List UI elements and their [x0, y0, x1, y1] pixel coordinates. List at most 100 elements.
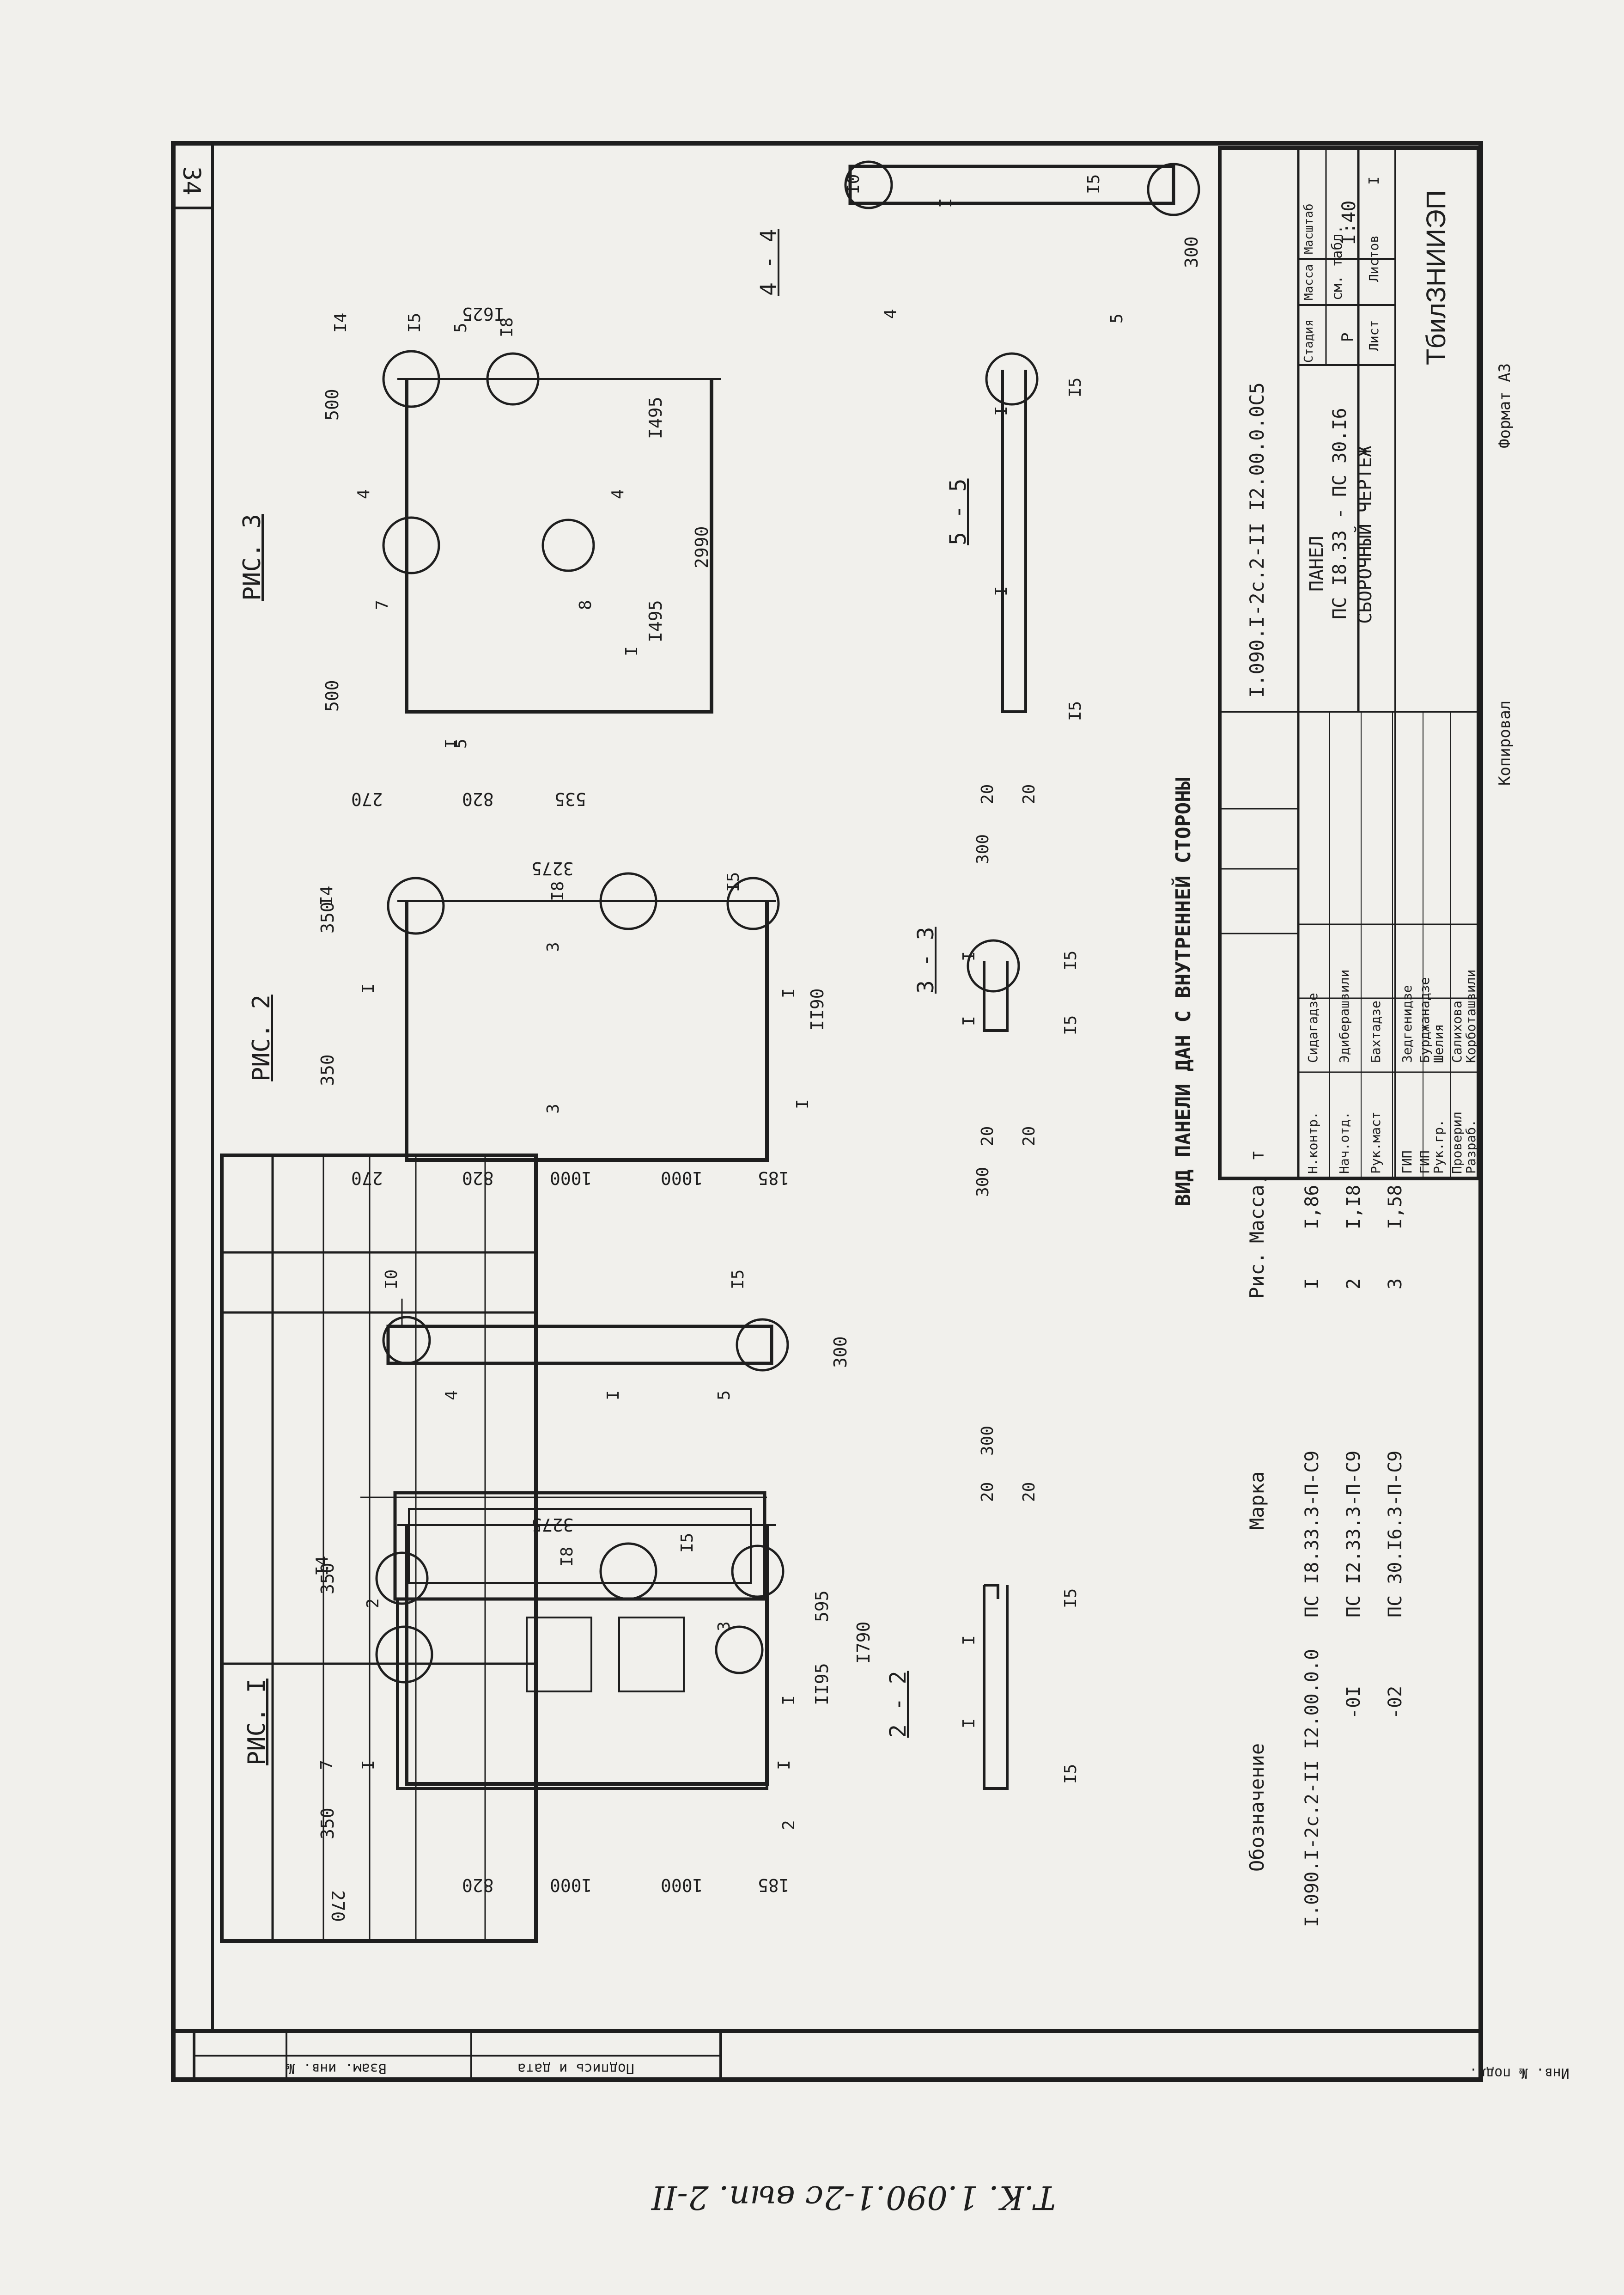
fig2-top-left: 350 — [317, 1054, 338, 1086]
sheets-value: I — [1366, 176, 1382, 185]
sec22-mark-15b: I5 — [1061, 1588, 1080, 1608]
sec55-mark-15a: I5 — [1066, 701, 1085, 721]
album-note: Т.К. 1.090.1-2с вып. 2-II — [651, 2179, 1056, 2216]
name-7: Салихова — [1449, 1001, 1465, 1063]
fig1-mark-18: I8 — [558, 1546, 577, 1567]
sec55-title: 5 - 5 — [945, 478, 971, 546]
sec1-dim-300: 300 — [830, 1336, 851, 1368]
role-8: Разраб. — [1463, 1119, 1478, 1174]
fig2-mark-1c: I — [793, 1099, 812, 1109]
fig3-mark-5b: 5 — [451, 323, 470, 333]
fig2-mark-3a: 3 — [544, 1104, 563, 1114]
fig2-side-3: 1000 — [550, 1168, 592, 1188]
section-4-4 — [844, 160, 1200, 216]
fig1-length: 3275 — [531, 1514, 574, 1535]
section-3-3 — [967, 939, 1020, 1032]
spec-row3-mark: ПС 30.I6.3-П-С9 — [1385, 1450, 1406, 1617]
format-label: Формат А3 — [1496, 363, 1514, 448]
role-6: Рук.гр. — [1431, 1119, 1446, 1174]
fig3-length: 2990 — [692, 526, 712, 568]
section-2-2 — [983, 1584, 1009, 1790]
fig2-mark-1b: I — [779, 988, 798, 998]
stamp-sign: Подпись и дата — [517, 2060, 634, 2076]
copied-label: Копировал — [1496, 700, 1514, 786]
sec44-title: 4 - 4 — [756, 229, 782, 296]
sec55-mark-1a: I — [992, 586, 1011, 596]
fig2-mark-1: I — [359, 983, 378, 994]
sec44-mark-1: I — [937, 198, 955, 208]
fig1-side-3: 1000 — [550, 1875, 592, 1895]
scale-header: Масштаб — [1302, 203, 1316, 254]
mass-header: Масса — [1302, 264, 1316, 300]
fig2-top-right: 350 — [317, 902, 338, 934]
fig3-title: РИС. 3 — [238, 514, 266, 601]
fig3-mark-18: I8 — [498, 317, 517, 337]
sec55-dim-300: 300 — [973, 834, 992, 864]
sec33-dim-20b: 20 — [1020, 1126, 1039, 1146]
sec55-mark-1b: I — [992, 406, 1011, 416]
sec55-mark-15b: I5 — [1066, 377, 1085, 397]
fig3-mark-15: I5 — [405, 312, 424, 333]
spec-row3-fig: 3 — [1385, 1278, 1406, 1289]
sec1-mark-10: I0 — [382, 1269, 401, 1289]
stamp-inv: Инв. № подл. — [1469, 2065, 1569, 2081]
role-1: Н.контр. — [1305, 1111, 1320, 1174]
fig3-side-3: 535 — [554, 789, 586, 809]
role-5: ГИП — [1417, 1150, 1432, 1174]
title-block-frame — [1218, 146, 1480, 1180]
fig2-opening: II90 — [807, 988, 827, 1031]
spec-row2-mark: ПС I2.33.3-П-С9 — [1343, 1450, 1364, 1617]
sec1-mark-5: 5 — [715, 1390, 734, 1400]
fig1-side-2: 820 — [462, 1875, 494, 1895]
sec44-mark-15: I5 — [1084, 174, 1103, 194]
fig1-side-4: 1000 — [661, 1875, 703, 1895]
fig1-side-5: 185 — [758, 1875, 790, 1895]
fig1-panel — [360, 1491, 785, 1790]
name-4: Зедгенидзе — [1399, 985, 1415, 1063]
fig3-frame — [382, 350, 721, 714]
fig3-side-1: 270 — [351, 789, 383, 809]
name-3: Бахтадзе — [1368, 1001, 1383, 1063]
fig3-mark-4b: 4 — [608, 489, 627, 499]
fig2-mark-18: I8 — [548, 881, 567, 901]
side-stamp — [193, 2030, 722, 2081]
stage-header: Стадия — [1302, 319, 1316, 363]
fig1-mark-3: 3 — [715, 1621, 734, 1631]
fig2-frame — [387, 872, 780, 1162]
spec-row1-fig: I — [1302, 1278, 1323, 1289]
sec22-mark-15a: I5 — [1061, 1764, 1080, 1784]
spec-row1-mass: I,86 — [1302, 1184, 1323, 1229]
spec-table — [220, 1154, 538, 1943]
org-name: ТбилЗНИИЭП — [1421, 190, 1451, 365]
outer-frame — [171, 141, 1483, 2082]
fig2-side-2: 820 — [462, 1168, 494, 1188]
scale-value: I:40 — [1338, 200, 1360, 245]
fig3-top-left: 500 — [322, 680, 342, 712]
page-number-box — [172, 142, 214, 209]
sec33-mark-1b: I — [960, 951, 979, 961]
sec22-title: 2 - 2 — [885, 1671, 911, 1738]
stamp-replace: Взам. инв. № — [286, 2060, 387, 2076]
spec-row2-mass: I,I8 — [1343, 1184, 1364, 1229]
fig1-mark-2b: 2 — [779, 1820, 798, 1830]
spec-header-fig: Рис. — [1246, 1251, 1268, 1299]
fig3-span-1: I495 — [645, 600, 666, 642]
fig2-side-4: 1000 — [661, 1168, 703, 1188]
role-2: Нач.отд. — [1337, 1111, 1352, 1174]
fig3-mark-14: I4 — [331, 312, 350, 333]
name-6: Шелия — [1431, 1024, 1446, 1063]
fig1-mark-2: 2 — [364, 1598, 383, 1608]
fig2-side-5: 185 — [758, 1168, 790, 1188]
sec1-mark-15: I5 — [729, 1269, 748, 1289]
fig2-side-1: 270 — [351, 1168, 383, 1188]
spec-row2-fig: 2 — [1343, 1278, 1364, 1289]
sec33-title: 3 - 3 — [913, 927, 939, 994]
fig1-mark-15: I5 — [678, 1532, 697, 1553]
fig1-open-1790: I790 — [853, 1621, 874, 1664]
role-7: Проверил — [1449, 1111, 1465, 1174]
spec-header-code: Обозначение — [1246, 1743, 1268, 1872]
fig3-side-2: 820 — [462, 789, 494, 809]
sec44-mark-10: I0 — [844, 174, 863, 194]
sec1-mark-4: 4 — [442, 1390, 461, 1400]
fig2-mark-14: I4 — [317, 885, 336, 906]
